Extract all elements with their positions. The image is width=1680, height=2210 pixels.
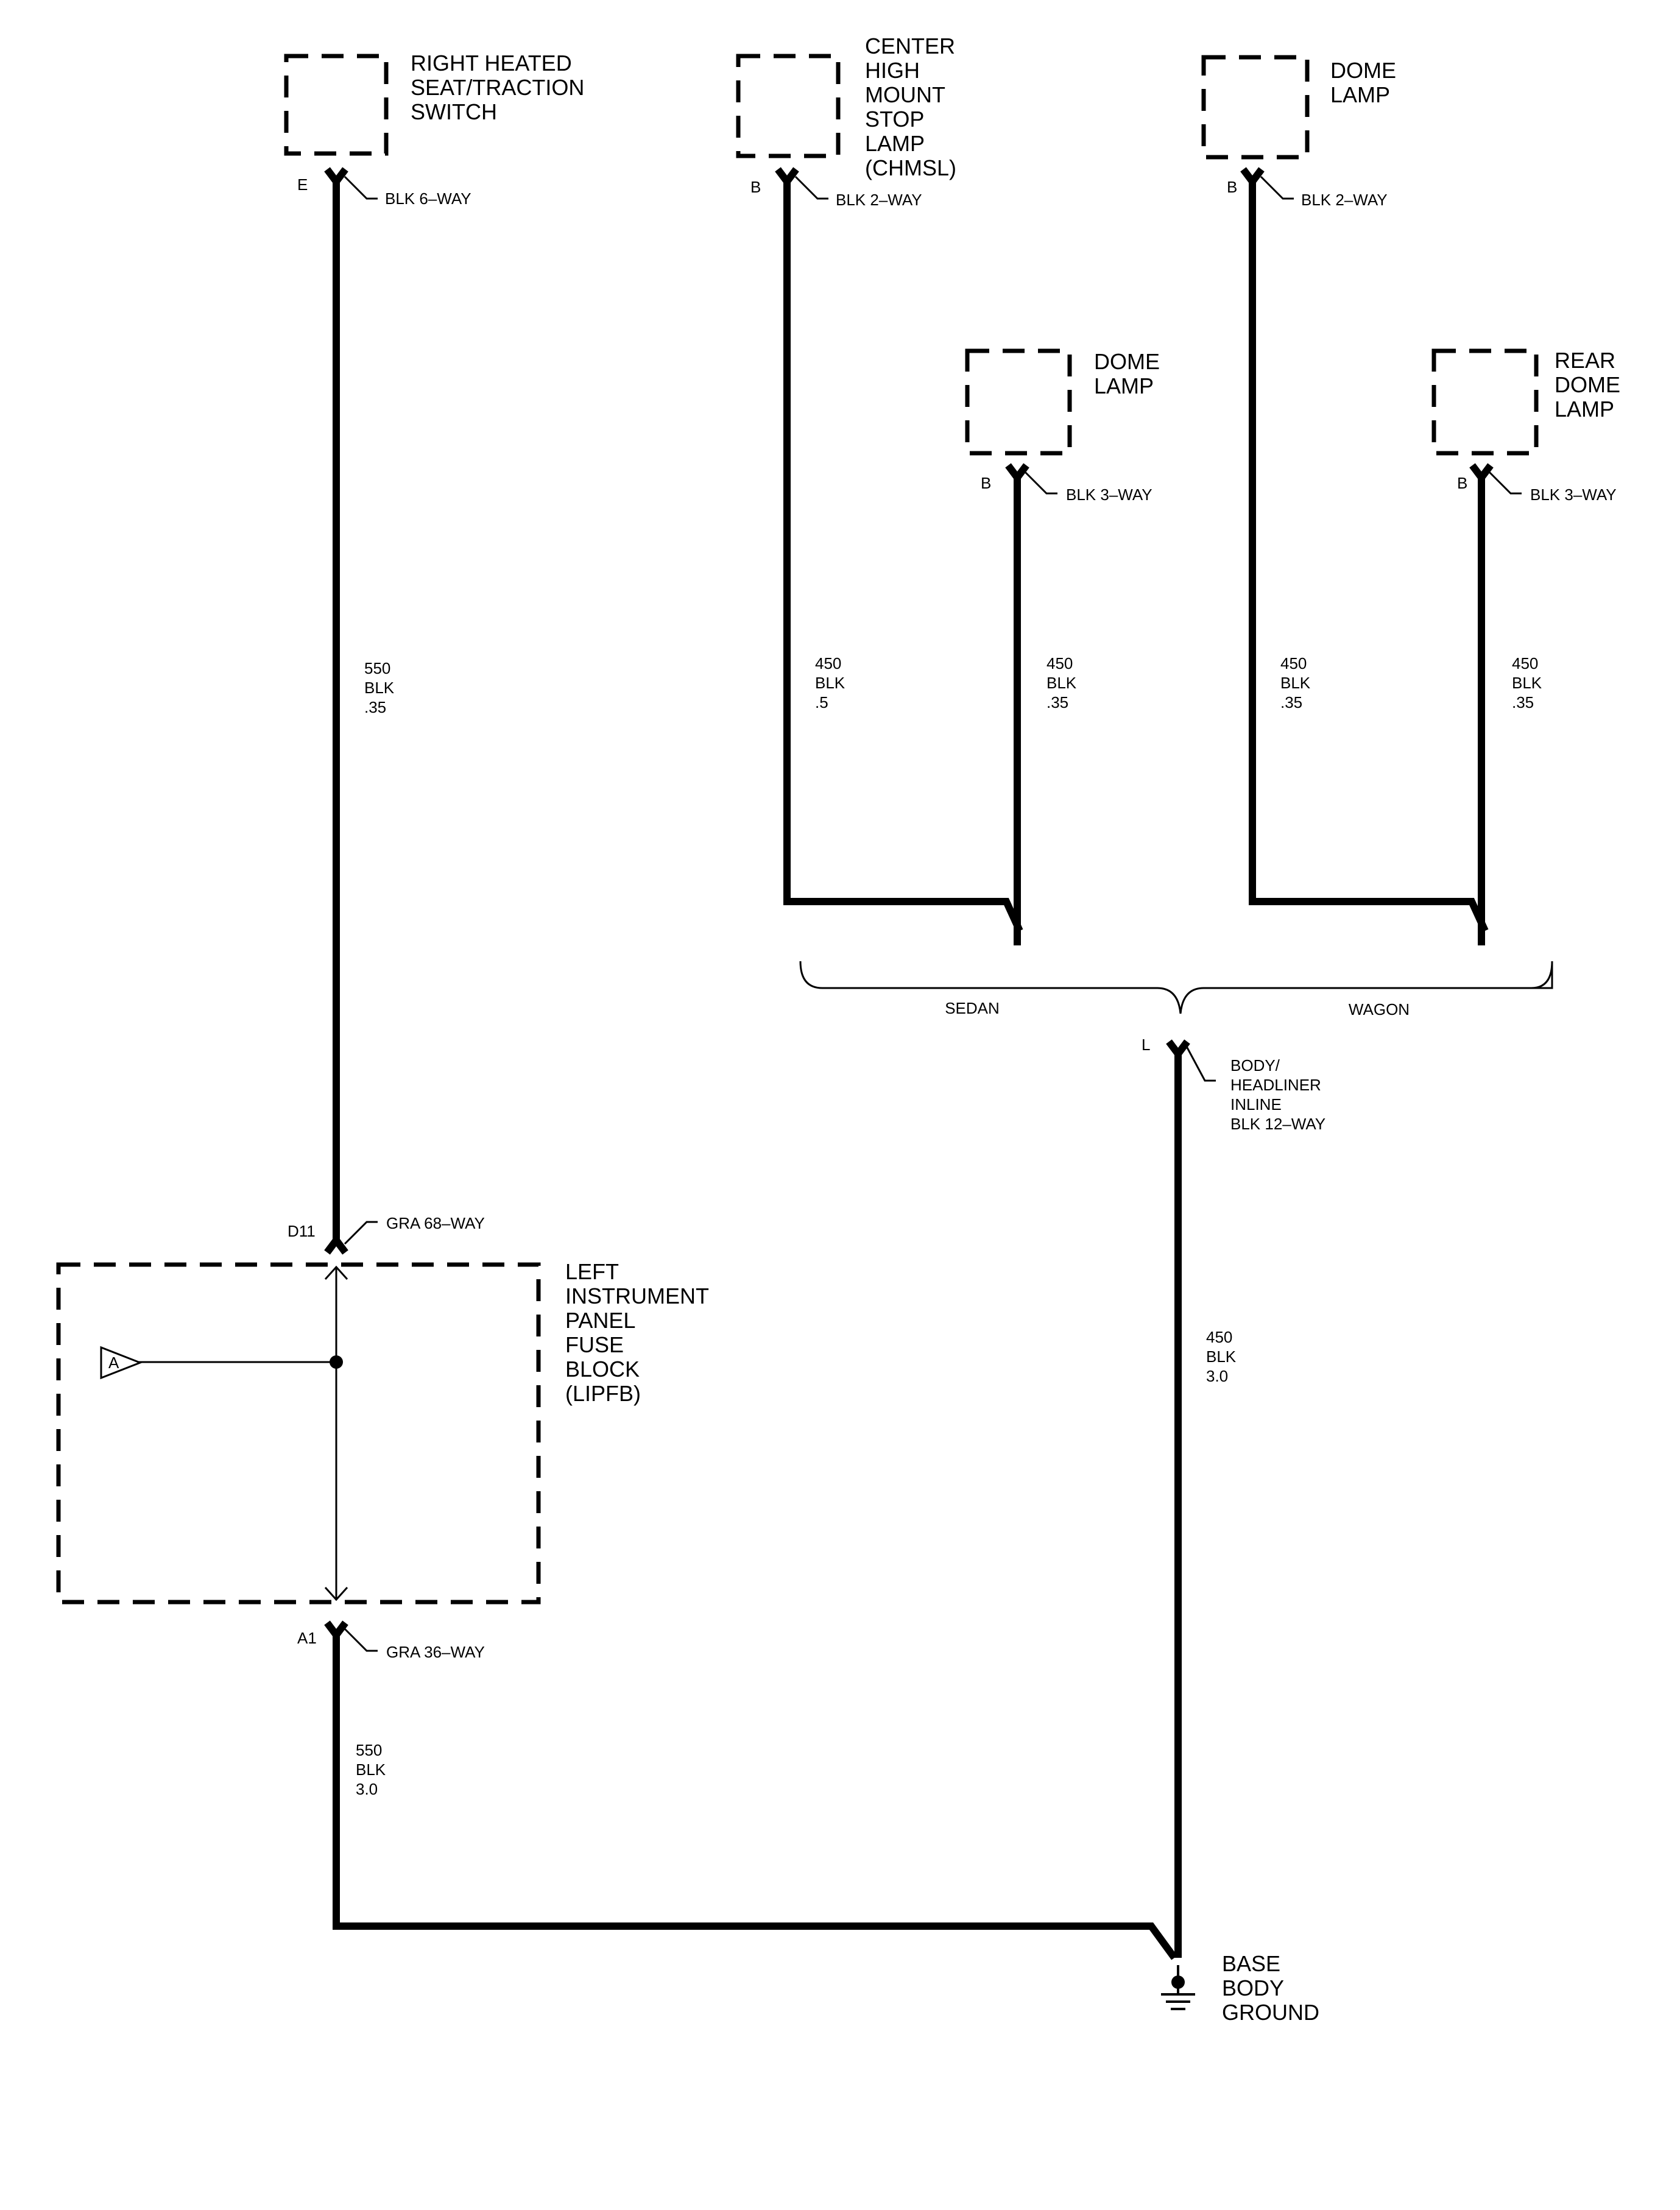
pin-d11: D11 [288, 1222, 316, 1240]
dome-lamp-sedan-box [965, 348, 1072, 456]
callout-leader [1260, 175, 1294, 200]
callout-leader [344, 175, 378, 200]
connector-blk-6-way: BLK 6–WAY [385, 189, 471, 208]
callout-leader [344, 1221, 378, 1245]
pin-l: L [1142, 1036, 1150, 1054]
lipfb-box [56, 1262, 541, 1605]
right-heated-seat-switch-label: RIGHT HEATED SEAT/TRACTION SWITCH [411, 51, 590, 124]
internal-reference-a: A [108, 1354, 119, 1372]
chmsl-box [736, 54, 841, 158]
connector-blk-3-way-rear: BLK 3–WAY [1530, 485, 1617, 504]
pin-b-dome-top: B [1227, 178, 1237, 196]
dome-lamp-sedan-label: DOME LAMP [1094, 349, 1166, 398]
wire-label-lipfb-ground: 550 BLK 3.0 [356, 1741, 390, 1798]
rear-dome-lamp-box [1431, 348, 1539, 456]
base-body-ground-label: BASE BODY GROUND [1222, 1951, 1319, 2025]
wire-label-inline: 450 BLK 3.0 [1206, 1328, 1240, 1385]
connector-blk-2-way-dome: BLK 2–WAY [1301, 191, 1388, 209]
wire-dome-top [1240, 167, 1489, 933]
wire-dome-sedan [1005, 463, 1029, 945]
connector-body-headliner-inline: BODY/ HEADLINER INLINE BLK 12–WAY [1230, 1056, 1325, 1133]
pin-b-dome-sedan: B [981, 474, 991, 492]
callout-leader [1185, 1046, 1216, 1082]
wire-inline-to-ground [1166, 1039, 1190, 1958]
callout-leader [1023, 470, 1057, 495]
connector-blk-3-way-sedan: BLK 3–WAY [1066, 485, 1152, 504]
rear-dome-lamp-label: REAR DOME LAMP [1555, 348, 1626, 422]
option-wagon: WAGON [1349, 1000, 1410, 1019]
internal-reference-triangle [100, 1346, 143, 1380]
option-sedan: SEDAN [945, 999, 1000, 1017]
chmsl-label: CENTER HIGH MOUNT STOP LAMP (CHMSL) [865, 34, 961, 180]
connector-blk-2-way-chmsl: BLK 2–WAY [836, 191, 922, 209]
connector-gra-68-way: GRA 68–WAY [386, 1214, 485, 1232]
dome-lamp-top-label: DOME LAMP [1330, 58, 1402, 107]
pin-a1: A1 [297, 1629, 317, 1647]
ground-symbol [1161, 1965, 1195, 2010]
right-heated-seat-switch-box [284, 54, 389, 156]
connector-gra-36-way: GRA 36–WAY [386, 1643, 485, 1661]
callout-leader [794, 175, 828, 200]
dome-lamp-top-box [1201, 55, 1310, 160]
wire-seat-switch [324, 167, 348, 1255]
wire-label-rear-dome: 450 BLK .35 [1512, 654, 1546, 711]
callout-leader [1488, 470, 1522, 495]
wire-label-dome-sedan: 450 BLK .35 [1046, 654, 1081, 711]
pin-b-rear-dome: B [1457, 474, 1467, 492]
wire-chmsl [775, 167, 1023, 933]
option-brace [799, 961, 1553, 1014]
splice-dot [330, 1355, 343, 1369]
pin-b-chmsl: B [750, 178, 761, 196]
option-brace-end [1531, 961, 1553, 989]
lipfb-internal-bus [139, 1265, 348, 1601]
wire-label-dome-top: 450 BLK .35 [1280, 654, 1315, 711]
lipfb-label: LEFT INSTRUMENT PANEL FUSE BLOCK (LIPFB) [565, 1259, 715, 1406]
pin-e: E [297, 175, 308, 194]
wire-lipfb-to-ground [324, 1620, 1177, 1960]
wire-label-seat: 550 BLK .35 [364, 659, 398, 716]
callout-leader [344, 1628, 378, 1652]
wire-rear-dome [1469, 463, 1494, 945]
wire-label-chmsl: 450 BLK .5 [815, 654, 849, 711]
